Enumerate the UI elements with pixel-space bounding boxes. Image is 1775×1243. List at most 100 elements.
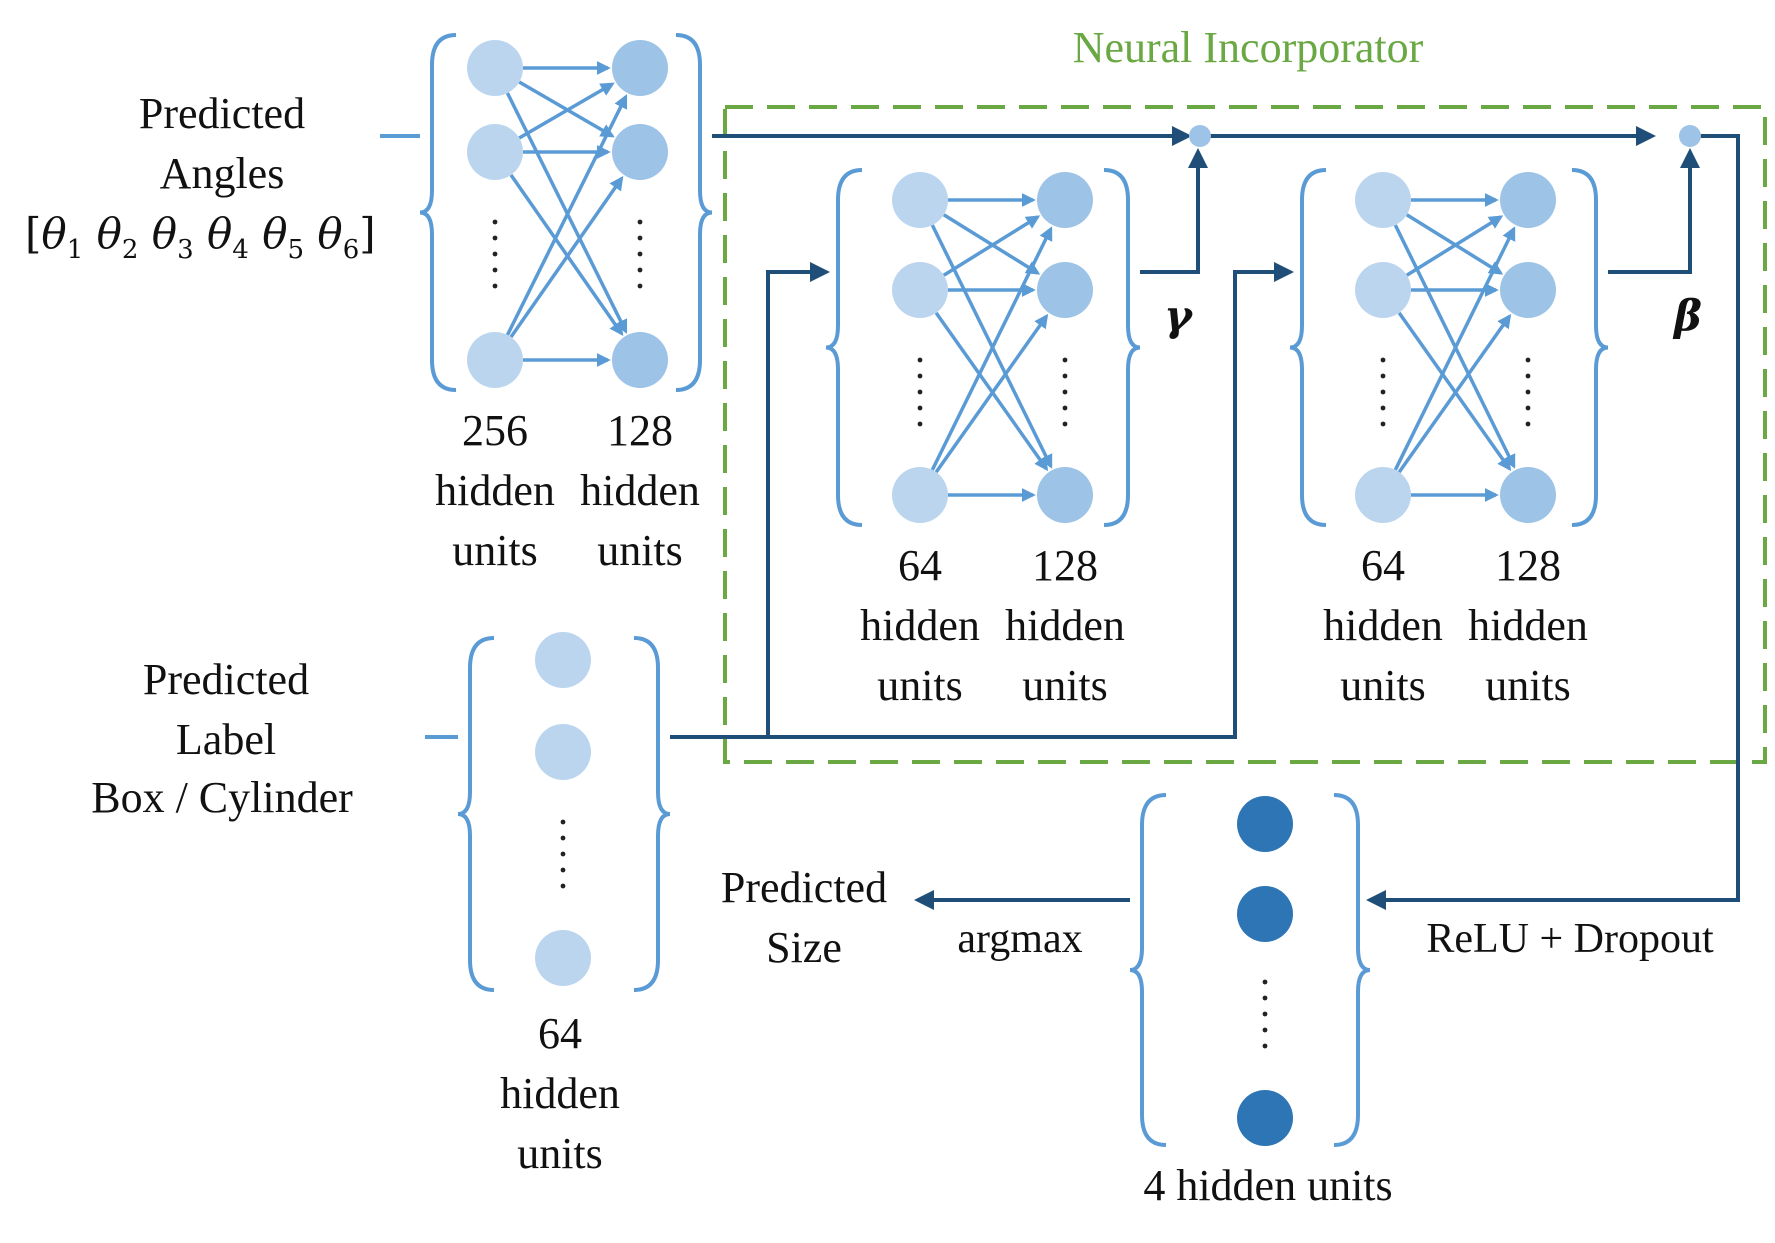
angle-mlp-right-dots-0	[637, 219, 643, 225]
gamma-mlp-edge-6	[930, 226, 1053, 471]
angle-right-line2: hidden	[580, 466, 700, 515]
label-embed-node-2	[535, 930, 591, 986]
angle-mlp-edge-7	[509, 175, 624, 339]
output-left-brace	[1129, 793, 1167, 1147]
neural-incorporator-region	[723, 105, 1767, 764]
angles-label-line2: Angles	[160, 149, 285, 198]
label-embed-left-brace	[457, 636, 495, 992]
output-node-1	[1237, 886, 1293, 942]
gamma-mlp-right-node-1	[1037, 262, 1093, 318]
beta-mlp-right-node-2	[1500, 467, 1556, 523]
output-layer-caption: 4 hidden units	[1143, 1161, 1392, 1210]
beta-output-line	[1608, 148, 1700, 274]
angle-mlp-left-brace	[419, 33, 457, 392]
output-dots-0	[1262, 979, 1268, 985]
label-embed-dots-3	[560, 867, 566, 873]
angle-left-count: 256	[462, 406, 528, 455]
beta-mlp-left-dots-4	[1380, 421, 1386, 427]
beta-mlp-left-dots-1	[1380, 373, 1386, 379]
output-dots-3	[1262, 1027, 1268, 1033]
angles-label-line1: Predicted	[139, 89, 305, 138]
angle-left-line3: units	[452, 526, 538, 575]
gamma-mlp-left-node-1	[892, 262, 948, 318]
gamma-mlp-right-brace	[1103, 168, 1141, 527]
label-embed-right-brace	[633, 636, 671, 992]
gamma-mlp-edge-3	[942, 215, 1041, 277]
gamma-mlp-right-dots-3	[1062, 405, 1068, 411]
predicted-size-line1: Predicted	[721, 863, 887, 912]
beta-mlp-left-brace	[1289, 168, 1327, 527]
output-right-brace	[1333, 793, 1371, 1147]
angle-mlp-right-dots-1	[637, 235, 643, 241]
angles-input-label: Predicted Angles	[139, 89, 305, 198]
gamma-mlp-left-dots-1	[917, 373, 923, 379]
label-embed-dots-1	[560, 835, 566, 841]
beta-symbol: β	[1672, 291, 1702, 340]
label-embed-dots-2	[560, 851, 566, 857]
label-embed-line3: units	[517, 1129, 603, 1178]
gamma-right-count: 128	[1032, 541, 1098, 590]
neural-incorporator-title: Neural Incorporator	[1073, 23, 1424, 72]
theta-vector: [θ1 θ2 θ3 θ4 θ5 θ6]	[25, 209, 376, 265]
beta-mlp-right-dots-2	[1525, 389, 1531, 395]
gamma-mlp-left-node-2	[892, 467, 948, 523]
gamma-mlp-left-dots-0	[917, 357, 923, 363]
beta-mlp-right-node-1	[1500, 262, 1556, 318]
angle-mlp-left-dots-0	[492, 219, 498, 225]
gamma-symbol: γ	[1164, 291, 1194, 340]
beta-right-line3: units	[1485, 661, 1571, 710]
angle-mlp-left-dots-1	[492, 235, 498, 241]
gamma-mlp-edge-7	[934, 313, 1049, 474]
gamma-mlp-right-node-2	[1037, 467, 1093, 523]
predicted-size-label: Predicted Size	[721, 863, 887, 972]
beta-left-line3: units	[1340, 661, 1426, 710]
label-embed-dots-0	[560, 819, 566, 825]
beta-mlp-left-node-2	[1355, 467, 1411, 523]
label-label-line3: Box / Cylinder	[91, 773, 353, 822]
beta-mlp-edge-7	[1397, 313, 1512, 474]
angle-mlp-left-dots-4	[492, 283, 498, 289]
predicted-size-line2: Size	[766, 923, 842, 972]
output-dots-1	[1262, 995, 1268, 1001]
gamma-mlp-right-dots-0	[1062, 357, 1068, 363]
angle-mlp-right-dots-4	[637, 283, 643, 289]
gamma-left-line2: hidden	[860, 601, 980, 650]
gamma-left-count: 64	[898, 541, 942, 590]
angle-mlp-right-node-0	[612, 40, 668, 96]
gamma-mlp-right-dots-2	[1062, 389, 1068, 395]
output-dots-2	[1262, 1011, 1268, 1017]
relu-dropout-label: ReLU + Dropout	[1426, 916, 1714, 962]
beta-mlp-right-node-0	[1500, 172, 1556, 228]
angle-mlp-left-dots-2	[492, 251, 498, 257]
beta-mlp-right-dots-3	[1525, 405, 1531, 411]
angle-mlp-edge-3	[518, 82, 615, 140]
label-embed-count: 64	[538, 1009, 582, 1058]
angle-mlp-right-node-2	[612, 332, 668, 388]
angle-mlp-left-node-0	[467, 40, 523, 96]
beta-combine-node	[1679, 125, 1701, 147]
beta-mlp-edge-6	[1393, 226, 1516, 471]
gamma-mlp-left-dots-4	[917, 421, 923, 427]
input-lines	[380, 134, 458, 739]
beta-mlp-right-brace	[1571, 168, 1609, 527]
angle-mlp-edge-5	[509, 173, 624, 337]
gamma-mlp-left-brace	[825, 168, 863, 527]
angle-mlp-right-dots-2	[637, 251, 643, 257]
beta-to-output-line	[1366, 134, 1740, 910]
gamma-combine-node	[1189, 125, 1211, 147]
angle-mlp-left-node-2	[467, 332, 523, 388]
angle-right-count: 128	[607, 406, 673, 455]
output-dots-4	[1262, 1043, 1268, 1049]
neural-blocks	[419, 33, 1609, 1147]
gamma-mlp-left-dots-3	[917, 405, 923, 411]
gamma-mlp-left-node-0	[892, 172, 948, 228]
block-captions: 256 hidden units 128 hidden units 64 hid…	[435, 406, 1588, 1178]
label-embed-line2: hidden	[500, 1069, 620, 1118]
label-label-line1: Predicted	[143, 655, 309, 704]
beta-mlp-left-dots-3	[1380, 405, 1386, 411]
gamma-mlp-right-dots-1	[1062, 373, 1068, 379]
label-embed-dots-4	[560, 883, 566, 889]
beta-mlp-right-dots-0	[1525, 357, 1531, 363]
angle-mlp-left-node-1	[467, 124, 523, 180]
beta-left-count: 64	[1361, 541, 1405, 590]
